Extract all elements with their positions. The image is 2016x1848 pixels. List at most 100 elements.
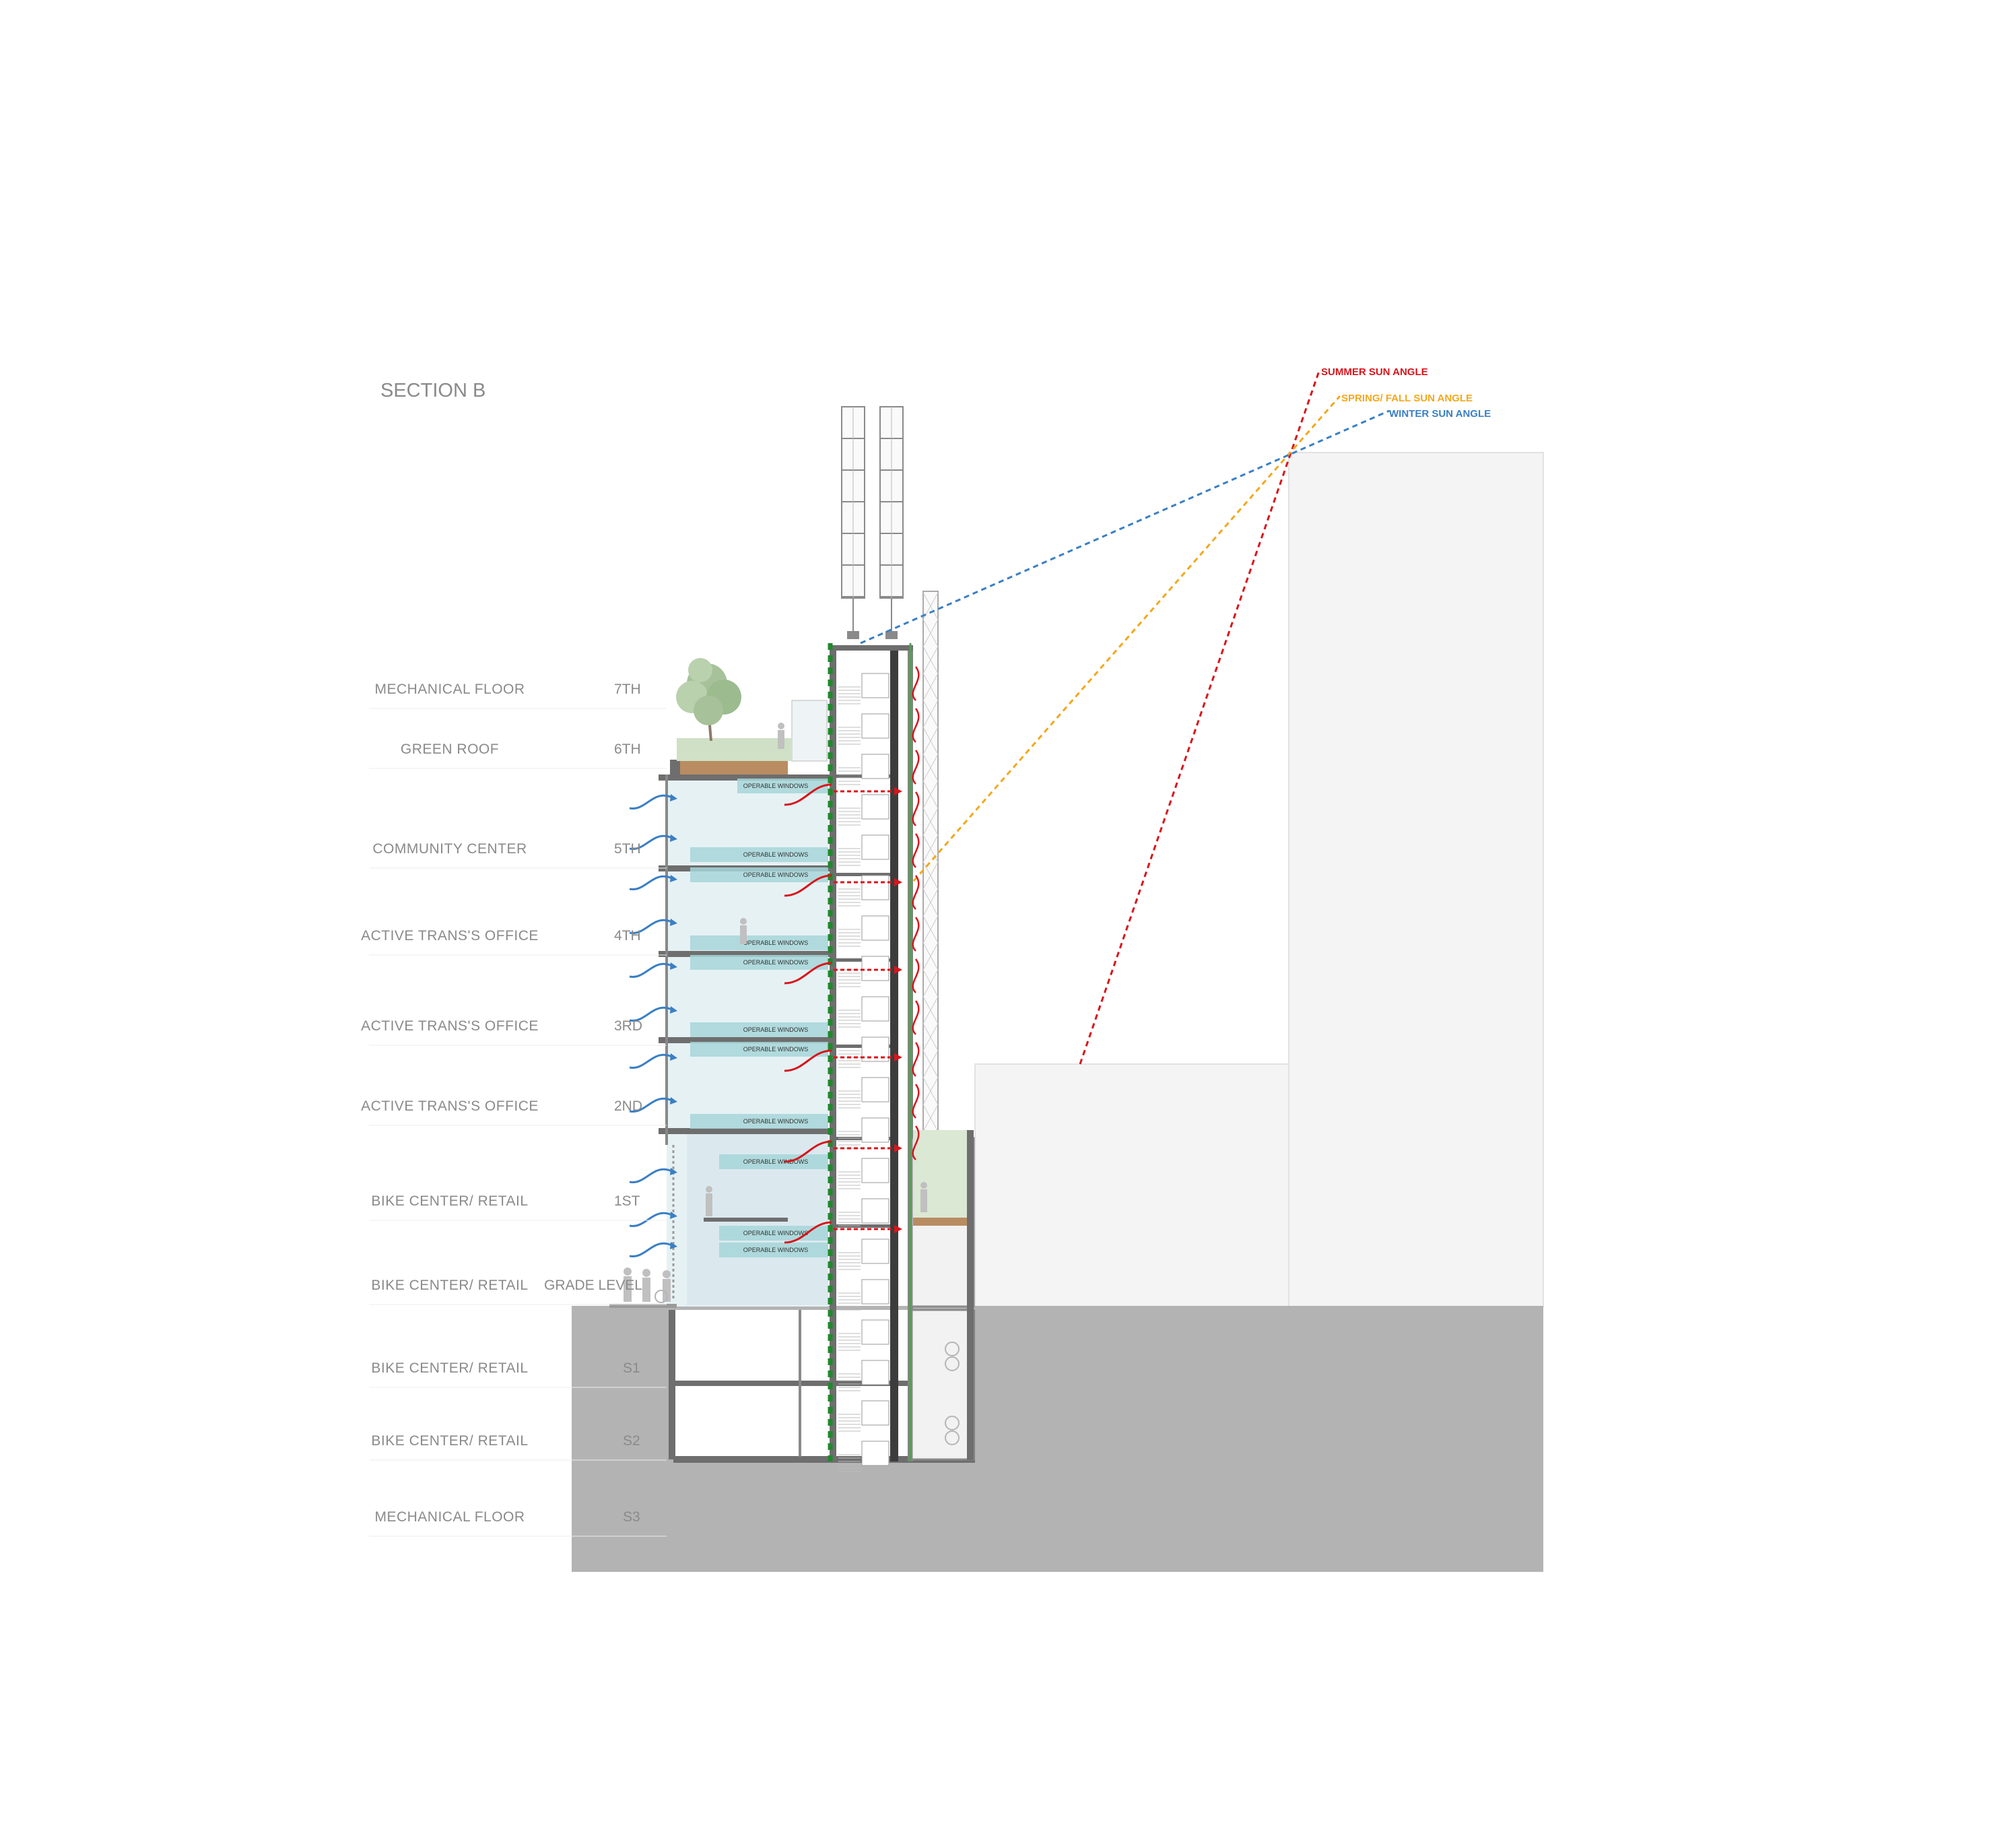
person-icon <box>624 723 927 1302</box>
roof-railing-glass <box>791 700 828 762</box>
chimney-brace <box>922 888 939 917</box>
core-landing <box>836 1224 890 1228</box>
air-intake-arrow <box>629 919 674 934</box>
air-intake-arrow <box>629 1168 674 1183</box>
arrow-head <box>670 834 677 842</box>
stair-flight <box>861 713 889 739</box>
arrow-head <box>894 1053 902 1061</box>
stair-flight <box>861 915 889 941</box>
floor-level-label: S1 <box>623 1360 640 1376</box>
core-landing <box>836 873 890 876</box>
arrow-head <box>670 1212 677 1219</box>
basement-wall-left <box>669 1310 675 1459</box>
floor-name-label: MECHANICAL FLOOR <box>374 1509 525 1525</box>
chimney-brace <box>922 1050 939 1078</box>
chimney-brace <box>922 969 939 997</box>
floor-slab <box>659 774 830 781</box>
operable-window-label: OPERABLE WINDOWS <box>743 851 809 858</box>
operable-window-label: OPERABLE WINDOWS <box>743 1046 809 1053</box>
arrow-head <box>894 787 902 795</box>
exhaust-arrow <box>784 1140 832 1163</box>
arrow-head <box>894 1144 902 1152</box>
side-planter-soil <box>913 1218 972 1226</box>
chimney-brace <box>922 996 939 1024</box>
drawing-title: SECTION B <box>380 380 485 401</box>
basement-slab-s1 <box>673 1381 975 1386</box>
operable-window-label: OPERABLE WINDOWS <box>743 1026 809 1033</box>
stair-flight <box>861 996 889 1022</box>
stack-effect-arrow <box>912 875 920 910</box>
exhaust-arrow <box>784 1221 832 1244</box>
core-wall-left <box>830 647 836 1461</box>
air-intake-arrow <box>629 1006 674 1022</box>
tree-icon <box>676 658 741 741</box>
arrow-head <box>670 1006 677 1014</box>
arrow-head <box>894 1225 902 1233</box>
air-intake-arrow <box>629 1242 674 1257</box>
stack-effect-arrow <box>912 833 920 868</box>
mezzanine-slab <box>704 1218 788 1222</box>
stair-flight <box>861 1441 889 1466</box>
chimney-brace <box>922 1023 939 1051</box>
air-intake-arrow <box>629 1053 674 1069</box>
stack-effect-arrow <box>912 917 920 952</box>
operable-window-label: OPERABLE WINDOWS <box>743 871 809 878</box>
winter-sun-label: WINTER SUN ANGLE <box>1389 408 1491 420</box>
solar-chimney-icon <box>922 591 939 1137</box>
spring-fall-sun-line <box>912 395 1341 882</box>
chimney-brace <box>922 673 939 701</box>
air-intake-arrow <box>629 834 674 850</box>
floor-level-label: 5TH <box>614 841 641 857</box>
summer-sun-label: SUMMER SUN ANGLE <box>1321 366 1428 378</box>
air-intake-arrow <box>629 1097 674 1113</box>
operable-window-band <box>690 847 828 862</box>
operable-window-label: OPERABLE WINDOWS <box>743 1158 809 1165</box>
operable-window-label: OPERABLE WINDOWS <box>743 1118 809 1125</box>
chimney-brace <box>922 942 939 970</box>
stack-effect-arrow <box>912 958 920 993</box>
air-intake-arrow <box>629 875 674 890</box>
floor-level-label: 2ND <box>614 1098 642 1114</box>
operable-window-label: OPERABLE WINDOWS <box>743 939 809 946</box>
green-roof-parapet <box>670 760 680 776</box>
floor-name-label: ACTIVE TRANS'S OFFICE <box>361 928 539 944</box>
stair-flight <box>861 1198 889 1224</box>
side-wall-right <box>967 1130 974 1460</box>
stack-effect-arrow <box>912 1084 920 1119</box>
stack-effect-arrow <box>912 708 920 743</box>
chimney-brace <box>922 781 939 809</box>
chimney-brace <box>922 727 939 755</box>
operable-window-label: OPERABLE WINDOWS <box>743 783 809 789</box>
floor-name-label: COMMUNITY CENTER <box>372 841 527 857</box>
basement-slab-s2 <box>673 1456 975 1463</box>
arrow-head <box>670 962 677 970</box>
stair-flight <box>861 673 889 698</box>
stair-flight <box>861 1158 889 1183</box>
air-intake-arrow <box>629 962 674 978</box>
stack-effect-arrow <box>912 1042 920 1077</box>
stair-flight <box>861 875 889 900</box>
floor-level-label: 1ST <box>614 1193 640 1209</box>
spring-fall-sun-label: SPRING/ FALL SUN ANGLE <box>1341 393 1473 404</box>
operable-window-label: OPERABLE WINDOWS <box>743 1230 809 1236</box>
arrow-head <box>670 1053 677 1061</box>
basement-partition <box>799 1310 801 1457</box>
floor-level-label: 3RD <box>614 1018 642 1034</box>
green-roof-planting <box>677 738 791 761</box>
stair-flight <box>861 834 889 860</box>
arrow-head <box>670 875 677 882</box>
stair-flight <box>861 1279 889 1305</box>
operable-window-band <box>719 1243 828 1257</box>
stair-flight <box>861 1319 889 1345</box>
arrow-head <box>670 1242 677 1249</box>
floor-name-label: ACTIVE TRANS'S OFFICE <box>361 1098 539 1114</box>
operable-window-band <box>737 779 828 793</box>
green-roof-soil <box>680 760 788 774</box>
floor-slab <box>659 951 830 957</box>
wind-turbine-icon <box>841 406 904 639</box>
operable-window-band <box>690 1114 828 1129</box>
floor-slab <box>659 1128 830 1134</box>
